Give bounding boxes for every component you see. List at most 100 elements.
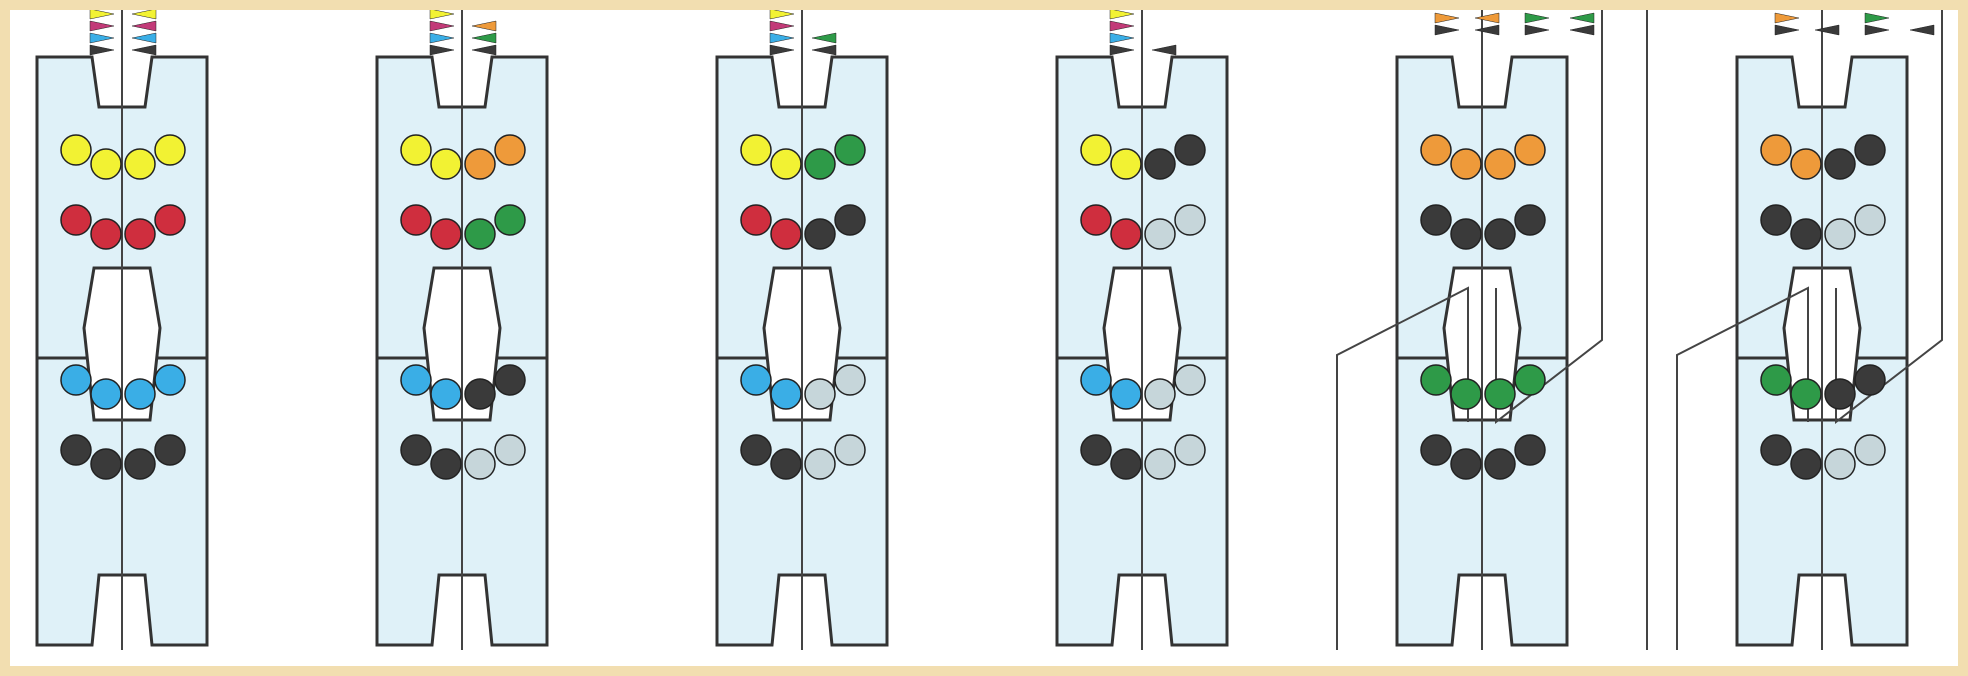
- flag-orange: [1474, 12, 1500, 24]
- flag-yellow: [1109, 10, 1135, 20]
- bead-black: [1854, 134, 1886, 166]
- flag-yellow: [769, 10, 795, 20]
- bead-yellow: [90, 148, 122, 180]
- bead-black: [1790, 448, 1822, 480]
- bead-yellow: [1110, 148, 1142, 180]
- bead-grey: [804, 448, 836, 480]
- flag-orange: [471, 20, 497, 32]
- bead-blue: [740, 364, 772, 396]
- bead-red: [60, 204, 92, 236]
- cross-thread-left: [1676, 286, 1809, 650]
- cross-thread-right: [1495, 10, 1603, 425]
- flag-magenta: [1109, 20, 1135, 32]
- bead-grey: [834, 364, 866, 396]
- bead-grey: [1824, 218, 1856, 250]
- flag-magenta: [429, 20, 455, 32]
- panel-6: [1676, 10, 1943, 650]
- bead-blue: [1080, 364, 1112, 396]
- bead-blue: [1110, 378, 1142, 410]
- bead-green: [1790, 378, 1822, 410]
- flag-black: [1569, 24, 1595, 36]
- bead-blue: [430, 378, 462, 410]
- bead-blue: [400, 364, 432, 396]
- bead-grey: [1174, 364, 1206, 396]
- flag-green: [1569, 12, 1595, 24]
- flag-magenta: [769, 20, 795, 32]
- bead-red: [430, 218, 462, 250]
- flag-orange: [1434, 12, 1460, 24]
- bead-red: [90, 218, 122, 250]
- bead-grey: [1854, 204, 1886, 236]
- flag-black: [1774, 24, 1800, 36]
- flag-black: [1909, 24, 1935, 36]
- bead-green: [1760, 364, 1792, 396]
- flag-black: [811, 44, 837, 56]
- bead-grey: [1144, 378, 1176, 410]
- bead-yellow: [124, 148, 156, 180]
- bead-green: [1450, 378, 1482, 410]
- bead-pattern-diagram: [35, 10, 1943, 650]
- bead-black: [1450, 448, 1482, 480]
- bead-red: [740, 204, 772, 236]
- bead-black: [1854, 364, 1886, 396]
- bead-green: [834, 134, 866, 166]
- bead-black: [1174, 134, 1206, 166]
- bead-blue: [60, 364, 92, 396]
- bead-grey: [1174, 204, 1206, 236]
- flag-green: [811, 32, 837, 44]
- cross-thread-right: [1835, 10, 1943, 425]
- bead-red: [154, 204, 186, 236]
- bead-orange: [1790, 148, 1822, 180]
- flag-black: [89, 44, 115, 56]
- bead-black: [1484, 448, 1516, 480]
- bead-green: [494, 204, 526, 236]
- bead-green: [1420, 364, 1452, 396]
- bead-grey: [1144, 448, 1176, 480]
- bead-black: [834, 204, 866, 236]
- bead-grey: [464, 448, 496, 480]
- bead-grey: [1174, 434, 1206, 466]
- bead-grey: [494, 434, 526, 466]
- bead-black: [400, 434, 432, 466]
- bead-grey: [804, 378, 836, 410]
- panel-5: [1336, 10, 1648, 650]
- flag-blue: [131, 32, 157, 44]
- bead-orange: [1514, 134, 1546, 166]
- bead-black: [1790, 218, 1822, 250]
- diagram-stage: [10, 10, 1958, 666]
- bead-green: [804, 148, 836, 180]
- flag-black: [1814, 24, 1840, 36]
- bead-red: [400, 204, 432, 236]
- bead-black: [804, 218, 836, 250]
- bead-red: [1110, 218, 1142, 250]
- flag-black: [1109, 44, 1135, 56]
- flag-black: [1434, 24, 1460, 36]
- bead-grey: [1144, 218, 1176, 250]
- bead-yellow: [154, 134, 186, 166]
- bead-black: [1760, 204, 1792, 236]
- flag-yellow: [131, 10, 157, 20]
- bead-yellow: [400, 134, 432, 166]
- flag-black: [471, 44, 497, 56]
- flag-black: [131, 44, 157, 56]
- panel-1: [35, 10, 209, 650]
- bead-red: [770, 218, 802, 250]
- bead-yellow: [60, 134, 92, 166]
- flag-blue: [1109, 32, 1135, 44]
- bead-black: [1514, 434, 1546, 466]
- cross-thread-left: [1336, 286, 1469, 650]
- bead-orange: [464, 148, 496, 180]
- bead-black: [1824, 378, 1856, 410]
- bead-yellow: [1080, 134, 1112, 166]
- bead-green: [1514, 364, 1546, 396]
- bead-grey: [834, 434, 866, 466]
- bead-orange: [1420, 134, 1452, 166]
- flag-yellow: [89, 10, 115, 20]
- flag-orange: [1774, 12, 1800, 24]
- bead-blue: [154, 364, 186, 396]
- bead-red: [1080, 204, 1112, 236]
- flag-green: [1524, 12, 1550, 24]
- flag-magenta: [131, 20, 157, 32]
- bead-black: [1420, 434, 1452, 466]
- flag-black: [1151, 44, 1177, 56]
